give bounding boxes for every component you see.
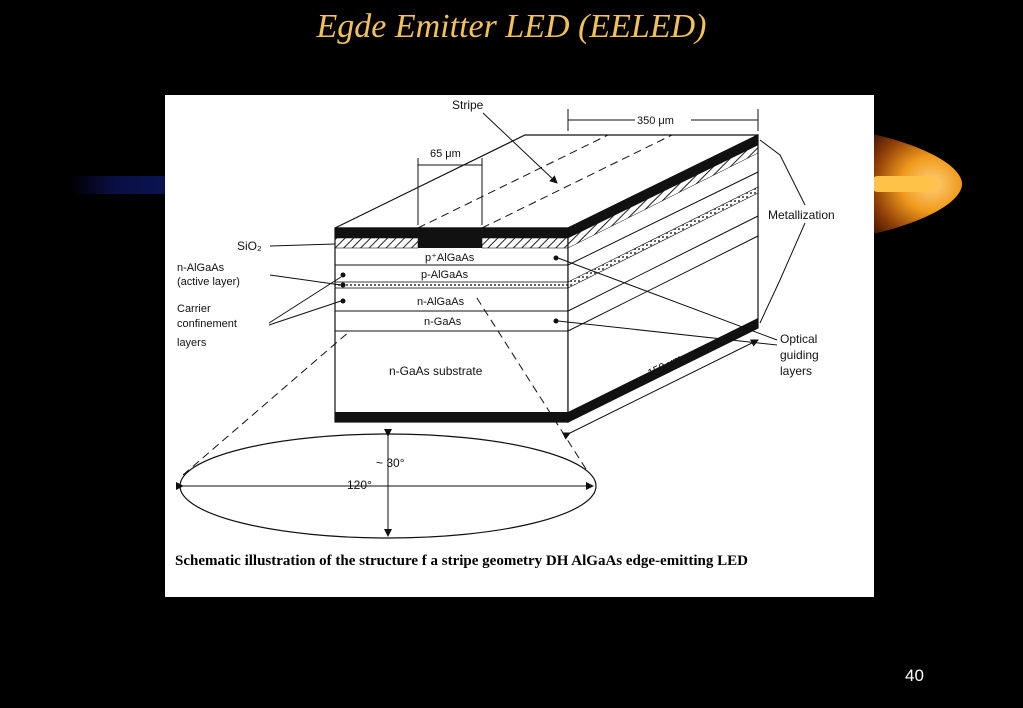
label-active-2: (active layer) <box>177 276 240 288</box>
dim-150-line <box>561 339 759 440</box>
label-p-algaas: p-AlGaAs <box>421 269 469 281</box>
active-layer <box>334 281 569 289</box>
dot-n-gaas <box>553 318 559 324</box>
side-line-3 <box>567 235 759 332</box>
led-structure-figure: p⁺AlGaAs p-AlGaAs n-AlGaAs n-GaAs n-GaAs… <box>165 95 874 597</box>
stripe-edge-left <box>417 134 609 229</box>
label-substrate: n-GaAs substrate <box>389 364 483 378</box>
dot-p-plus <box>553 255 559 261</box>
slide-title: Egde Emitter LED (EELED) <box>316 8 707 45</box>
side-line-2 <box>567 215 759 312</box>
sio2-left <box>334 237 419 249</box>
bottom-metal <box>335 412 568 422</box>
stripe-edge-right <box>481 134 673 229</box>
figure-caption: Schematic illustration of the structure … <box>175 553 748 569</box>
carrier-leader-bottom <box>268 300 342 326</box>
label-carrier-1: Carrier <box>177 303 211 315</box>
optical-leader-top <box>557 257 778 341</box>
side-line-1 <box>567 171 759 266</box>
stripe-contact <box>418 238 482 248</box>
carrier-leader-top <box>268 276 342 324</box>
label-optical-3: layers <box>780 364 812 378</box>
top-metal <box>335 228 568 238</box>
page-number: 40 <box>905 666 924 685</box>
label-350um: 350 μm <box>637 115 674 127</box>
label-active-1: n-AlGaAs <box>177 262 225 274</box>
metallization-leader-top <box>759 139 806 206</box>
sio2-right <box>481 237 569 249</box>
side-top-metal <box>568 135 758 238</box>
label-65um: 65 μm <box>430 148 461 160</box>
label-120deg: – 120° <box>337 478 372 492</box>
label-n-gaas: n-GaAs <box>424 316 462 328</box>
cone-edge-left <box>182 330 351 476</box>
label-n-algaas: n-AlGaAs <box>417 296 465 308</box>
label-optical-2: guiding <box>780 348 819 362</box>
label-p-plus-algaas: p⁺AlGaAs <box>425 252 475 264</box>
label-30deg: ~ 30° <box>376 456 405 470</box>
cone-edge-right <box>474 294 594 481</box>
dot-p <box>340 272 346 278</box>
dot-n <box>340 298 346 304</box>
stripe-arrow <box>482 112 558 184</box>
dot-active <box>340 282 346 288</box>
sio2-leader <box>269 243 336 247</box>
label-carrier-3: layers <box>177 337 207 349</box>
side-active <box>567 186 759 289</box>
metallization-leader-bottom <box>759 222 806 324</box>
label-carrier-2: confinement <box>177 318 237 330</box>
active-leader <box>269 274 342 286</box>
label-metallization: Metallization <box>768 208 835 222</box>
label-stripe: Stripe <box>452 98 484 112</box>
side-sio2 <box>567 144 759 249</box>
label-sio2: SiO₂ <box>237 239 262 253</box>
eeled-schematic: p⁺AlGaAs p-AlGaAs n-AlGaAs n-GaAs n-GaAs… <box>176 98 835 539</box>
label-optical-1: Optical <box>780 332 817 346</box>
